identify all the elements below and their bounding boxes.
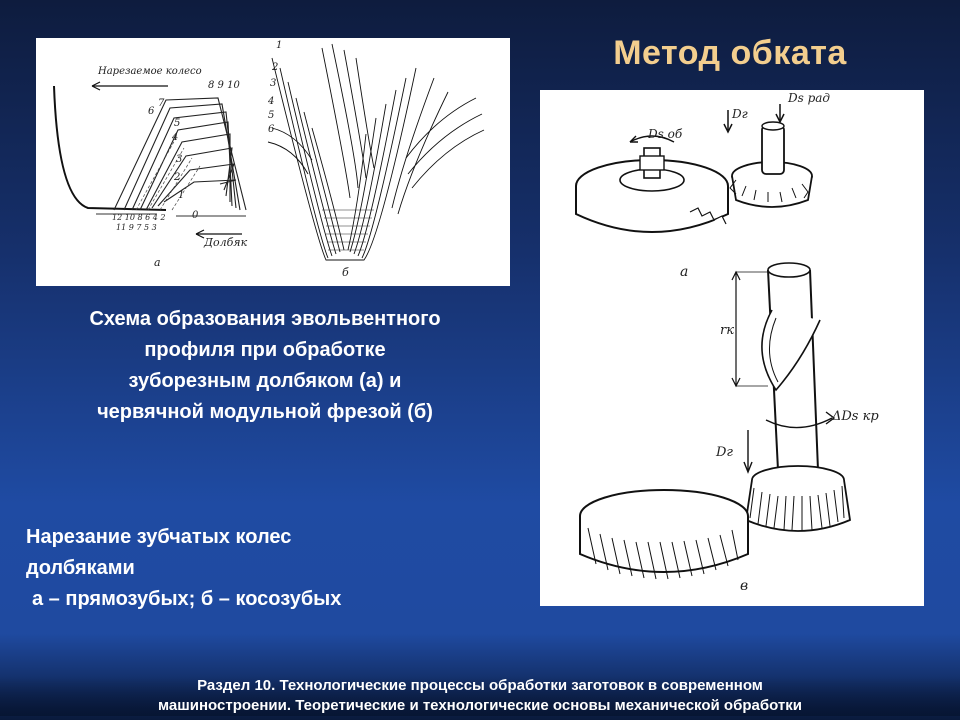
involute-profile-drawing: Нарезаемое колесо Долбяк 8 9 10 7 6 5 4 … [53, 40, 485, 279]
footer-line2: машиностроении. Теоретические и технолог… [158, 697, 802, 714]
caption-left-line1: Схема образования эвольвентного [89, 308, 441, 330]
label-dr2: Dг [715, 445, 733, 460]
label-ds-ob: Ds об [647, 127, 683, 141]
caption-bottom-line3: а – прямозубых; б – косозубых [32, 588, 342, 610]
label-ds-rad: Ds рад [787, 91, 830, 105]
num-0: 0 [192, 210, 199, 221]
slide-title: Метод обката [613, 34, 847, 72]
num-r3: 3 [270, 78, 276, 89]
caption-left-line2: профиля при обработке [144, 339, 386, 361]
num-r6: 6 [268, 124, 275, 135]
gear-cutting-figure: Ds рад Ds об Dг а rк ΔDs кр Dг в [540, 90, 924, 606]
footer-line1: Раздел 10. Технологические процессы обра… [197, 677, 763, 694]
label-wheel: Нарезаемое колесо [97, 66, 202, 77]
label-a-left: а [154, 256, 161, 269]
caption-bottom-line1: Нарезание зубчатых колес [26, 526, 292, 548]
label-cutter: Долбяк [203, 236, 248, 249]
nums-top: 8 9 10 [208, 80, 240, 91]
num-1: 1 [178, 190, 184, 201]
label-rk: rк [720, 323, 734, 338]
num-r5: 5 [268, 110, 274, 121]
label-ds-kr: ΔDs кр [831, 409, 879, 424]
label-v: в [740, 578, 748, 594]
caption-left-line4: червячной модульной фрезой (б) [97, 401, 433, 423]
figure-caption-left: Схема образования эвольвентного профиля … [20, 304, 510, 428]
num-7: 7 [158, 98, 165, 109]
caption-left-line3: зуборезным долбяком (а) и [128, 370, 402, 392]
figure-caption-bottom: Нарезание зубчатых колес долбяками а – п… [26, 522, 506, 615]
slide-footer: Раздел 10. Технологические процессы обра… [0, 676, 960, 716]
nums-bottom-1: 12 10 8 6 4 2 [112, 213, 165, 222]
num-r1: 1 [276, 40, 282, 51]
label-a-right: а [680, 264, 688, 280]
label-b-left: б [342, 266, 349, 279]
num-6: 6 [148, 106, 155, 117]
num-4: 4 [171, 132, 178, 143]
num-r4: 4 [267, 96, 274, 107]
num-3: 3 [176, 154, 182, 165]
involute-profile-figure: Нарезаемое колесо Долбяк 8 9 10 7 6 5 4 … [36, 38, 510, 286]
caption-bottom-line2: долбяками [26, 557, 135, 579]
label-dr: Dг [731, 107, 748, 121]
num-5: 5 [174, 118, 180, 129]
num-2: 2 [173, 172, 180, 183]
num-r2: 2 [271, 62, 278, 73]
nums-bottom-2: 11 9 7 5 3 [116, 223, 157, 232]
gear-cutting-drawing: Ds рад Ds об Dг а rк ΔDs кр Dг в [575, 91, 879, 594]
